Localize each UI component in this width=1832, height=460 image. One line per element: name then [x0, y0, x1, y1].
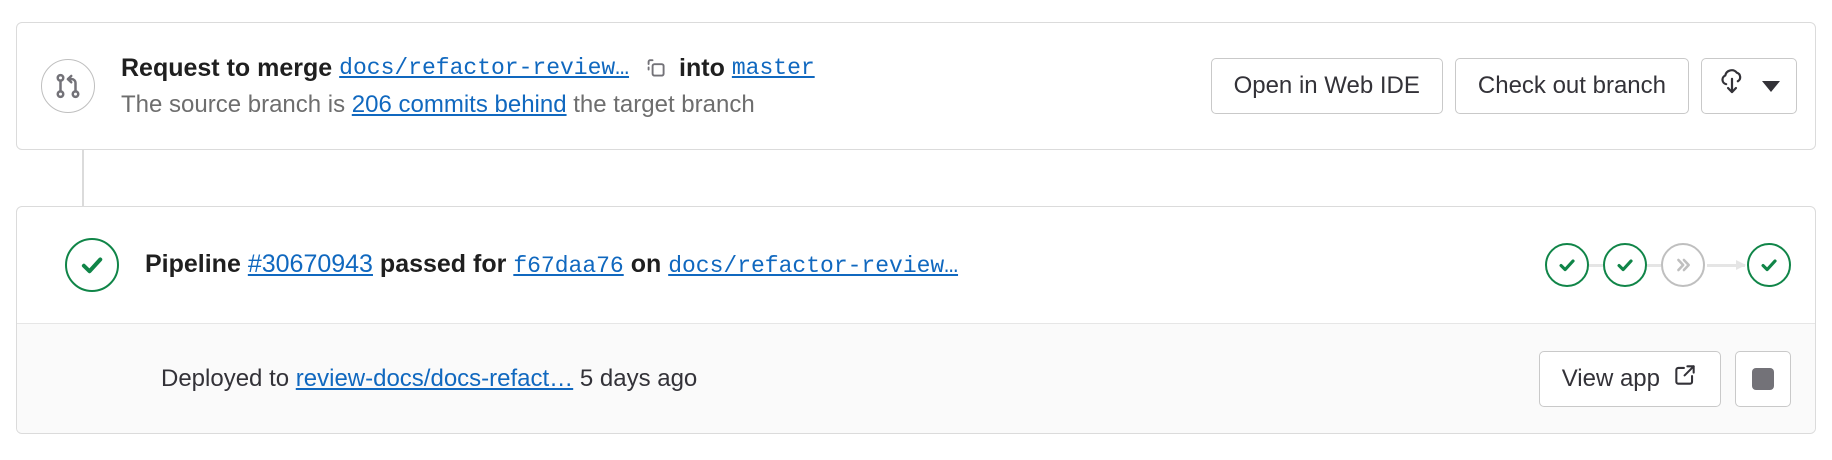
open-in-web-ide-button[interactable]: Open in Web IDE	[1210, 58, 1443, 114]
merge-request-text: Request to merge docs/refactor-review… i…	[121, 50, 1191, 122]
deployment-timestamp: 5 days ago	[579, 364, 698, 392]
status-success-check-icon	[65, 238, 119, 292]
copy-to-clipboard-icon[interactable]	[639, 51, 673, 85]
source-branch-link[interactable]: docs/refactor-review…	[339, 55, 630, 81]
merge-request-icon	[41, 59, 95, 113]
stop-environment-icon	[1752, 367, 1774, 390]
deployment-row: Deployed to review-docs/docs-refact… 5 d…	[17, 323, 1815, 433]
pipeline-result: passed for	[379, 250, 507, 278]
environment-link[interactable]: review-docs/docs-refact…	[295, 364, 574, 392]
deployment-text: Deployed to review-docs/docs-refact… 5 d…	[161, 365, 1539, 393]
merge-request-card-body: Request to merge docs/refactor-review… i…	[17, 23, 1815, 149]
pipeline-summary-row: Pipeline #30670943 passed for f67daa76 o…	[17, 207, 1815, 323]
download-code-dropdown-button[interactable]	[1701, 58, 1797, 114]
subtext-prefix: The source branch is	[121, 91, 346, 118]
merge-request-subtext: The source branch is 206 commits behind …	[121, 88, 1191, 122]
merge-request-heading: Request to merge docs/refactor-review… i…	[121, 50, 1191, 86]
card-connector-line	[82, 150, 84, 206]
commits-behind-link[interactable]: 206 commits behind	[351, 91, 567, 118]
deployment-prefix: Deployed to	[161, 364, 290, 392]
commit-sha-link[interactable]: f67daa76	[513, 253, 624, 279]
pipeline-branch-link[interactable]: docs/refactor-review…	[668, 253, 959, 279]
stage-status-passed[interactable]	[1545, 243, 1589, 287]
check-out-branch-button[interactable]: Check out branch	[1454, 58, 1689, 114]
stage-arrow-connector	[1707, 259, 1746, 270]
download-code-icon	[1718, 68, 1746, 104]
chevron-down-icon	[1762, 80, 1780, 92]
stage-connector	[1589, 263, 1603, 267]
external-link-icon	[1672, 362, 1698, 395]
pipeline-on: on	[630, 250, 662, 278]
merge-heading-prefix: Request to merge	[121, 54, 333, 82]
pipeline-card: Pipeline #30670943 passed for f67daa76 o…	[16, 206, 1816, 434]
pipeline-prefix: Pipeline	[145, 250, 241, 278]
view-app-button[interactable]: View app	[1538, 350, 1721, 407]
pipeline-id-link[interactable]: #30670943	[247, 250, 373, 278]
target-branch-link[interactable]: master	[731, 55, 815, 81]
deployment-actions: View app	[1538, 350, 1791, 407]
subtext-suffix: the target branch	[573, 91, 755, 118]
stop-environment-button[interactable]	[1735, 350, 1791, 407]
stage-status-passed[interactable]	[1603, 243, 1647, 287]
merge-request-card: Request to merge docs/refactor-review… i…	[16, 22, 1816, 150]
stage-status-skipped[interactable]	[1661, 243, 1705, 287]
merge-request-actions: Open in Web IDE Check out branch	[1210, 58, 1797, 114]
stage-status-passed[interactable]	[1747, 243, 1791, 287]
merge-heading-into: into	[679, 54, 725, 82]
pipeline-status-text: Pipeline #30670943 passed for f67daa76 o…	[145, 247, 1525, 283]
pipeline-stages	[1545, 243, 1791, 287]
stage-connector	[1647, 263, 1661, 267]
view-app-label: View app	[1561, 364, 1660, 392]
